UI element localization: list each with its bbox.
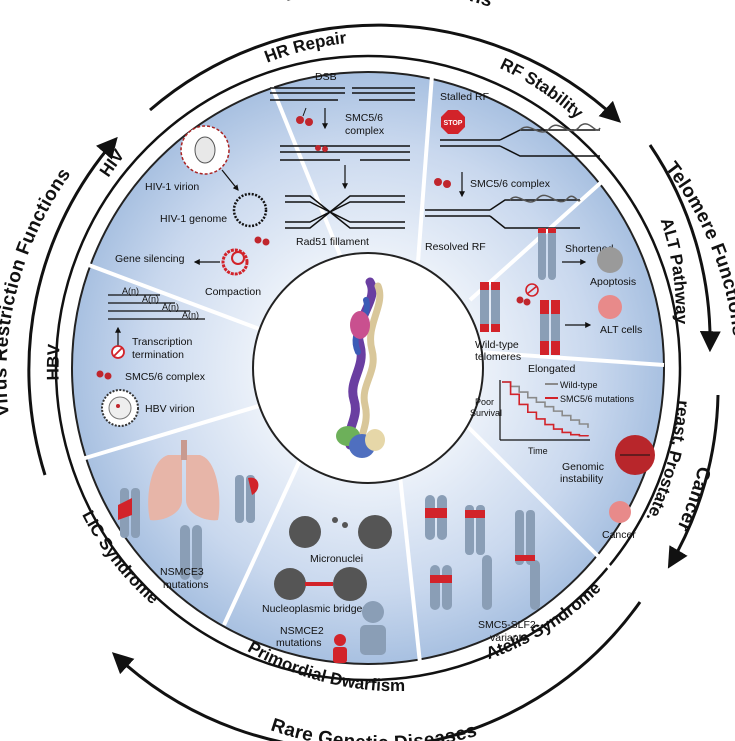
- short-telomere-chromosome: [538, 228, 556, 280]
- stalled-fork-icon: [440, 123, 601, 157]
- panel-rf-stability: Stalled RF STOP SMC5/6 complex Resolved …: [425, 91, 601, 253]
- nsmce2-label-2: mutations: [276, 637, 322, 649]
- lungs-icon: [148, 440, 220, 521]
- dsb-dna-icon: [270, 87, 415, 101]
- tall-person-icon: [360, 601, 386, 655]
- smc56-icon: [296, 107, 313, 126]
- smc56-complex-structure: [336, 277, 385, 458]
- nsmce3-label-2: mutations: [163, 579, 209, 591]
- stalled-rf-label: Stalled RF: [440, 91, 489, 103]
- micronuclei-label: Micronuclei: [310, 553, 363, 565]
- dsb-label: DSB: [315, 71, 337, 83]
- outer-arrow-ring: [27, 23, 721, 741]
- genomic-label-2: instability: [560, 473, 604, 485]
- compaction-label: Compaction: [205, 286, 261, 298]
- stop-sign-icon: [441, 110, 465, 134]
- rad51-label: Rad51 fillament: [296, 236, 369, 248]
- rf-smc56-icon: [434, 178, 451, 188]
- legend-mut-label: SMC5/6 mutations: [560, 394, 635, 404]
- termination-label: termination: [132, 349, 184, 361]
- wild-type-label-1: Wild-type: [475, 339, 519, 351]
- chart-xlabel-time: Time: [528, 446, 548, 456]
- genomic-label-1: Genomic: [562, 461, 604, 473]
- holliday-junction-icon: [285, 195, 405, 229]
- polya-label-4: A(n): [182, 310, 199, 320]
- hbv-virion-icon: [101, 389, 139, 427]
- elongated-telomere-chromosome: [540, 300, 560, 355]
- bridge-cell-2: [333, 567, 367, 601]
- rf-smc-label: SMC5/6 complex: [470, 178, 551, 190]
- panel-hbv: A(n) A(n) A(n) A(n) Transcription termin…: [96, 286, 206, 427]
- bridges-label: Nucleoplasmic bridges: [262, 603, 368, 615]
- hr-smc-line1: SMC5/6: [345, 112, 383, 124]
- resolved-rf-label: Resolved RF: [425, 241, 486, 253]
- repair-dna-icon: [280, 145, 410, 161]
- alt-cells-label: ALT cells: [600, 324, 642, 336]
- panel-hr-repair: DSB SMC5/6 complex Rad51 fillament: [270, 71, 415, 248]
- legend-wt-label: Wild-type: [560, 380, 598, 390]
- dna-repair-functions-label: DNA Repair Functions: [282, 0, 495, 12]
- nsmce3-label-1: NSMCE3: [160, 566, 204, 578]
- alt-cells-icon: [598, 295, 622, 319]
- bridge-cell-1: [274, 568, 306, 600]
- panel-hiv: HIV-1 virion HIV-1 genome Gene silencing…: [115, 125, 270, 298]
- hr-smc-line2: complex: [345, 125, 385, 137]
- chart-ylabel-survival: Survival: [470, 408, 502, 418]
- micronuclei-cell-2: [358, 515, 392, 549]
- survival-series-smc56-mutations: [502, 381, 589, 437]
- micronuclei-cell-1: [289, 516, 321, 548]
- transcript-lines: [108, 294, 205, 320]
- polya-label-1: A(n): [122, 286, 139, 296]
- atelis-variants-label-2: variants: [490, 632, 527, 644]
- inhibit-icon: [525, 283, 539, 297]
- atelis-variants-label-1: SMC5-SLF2: [478, 619, 536, 631]
- compaction-icon: [221, 248, 249, 276]
- small-person-icon: [333, 634, 347, 663]
- elongated-label: Elongated: [528, 363, 575, 375]
- panel-alt-pathway: Shortened Apoptosis Wild-type telomeres …: [475, 228, 642, 375]
- hiv-genome-icon: [232, 192, 268, 228]
- nsmce2-label-1: NSMCE2: [280, 625, 324, 637]
- hiv-virion-label: HIV-1 virion: [145, 181, 199, 193]
- panel-lic-syndrome: NSMCE3 mutations: [118, 440, 259, 591]
- wild-type-label-2: telomeres: [475, 351, 521, 363]
- hbv-virion-label: HBV virion: [145, 403, 195, 415]
- transcription-label: Transcription: [132, 336, 192, 348]
- hbv-label: HBV: [43, 343, 63, 381]
- apoptosis-cell-icon: [597, 247, 623, 273]
- hiv-virion-icon: [180, 125, 230, 175]
- hbv-smc-label: SMC5/6 complex: [125, 371, 206, 383]
- survival-series-wild-type: [502, 381, 589, 428]
- polya-label-2: A(n): [142, 294, 159, 304]
- survival-chart: [499, 380, 590, 441]
- stop-sign-text: STOP: [444, 120, 463, 127]
- cancer-cell-label: Cancer: [602, 529, 636, 541]
- rare-genetic-diseases-label: Rare Genetic Diseases: [268, 715, 479, 741]
- hiv-genome-label: HIV-1 genome: [160, 213, 227, 225]
- resolved-fork-icon: [425, 194, 581, 229]
- apoptosis-label: Apoptosis: [590, 276, 636, 288]
- panel-cancer: Poor Survival Time Wild-type SMC5/6 muta…: [470, 380, 655, 541]
- gene-silencing-label: Gene silencing: [115, 253, 185, 265]
- cancer-cell-icon: [609, 501, 631, 523]
- polya-label-3: A(n): [162, 302, 179, 312]
- chart-ylabel-poor: Poor: [475, 397, 494, 407]
- panel-atelis: SMC5-SLF2 variants: [425, 495, 540, 644]
- panel-primordial-dwarfism: Micronuclei Nucleoplasmic bridges NSMCE2…: [262, 515, 392, 663]
- wild-type-chromosome: [480, 282, 500, 332]
